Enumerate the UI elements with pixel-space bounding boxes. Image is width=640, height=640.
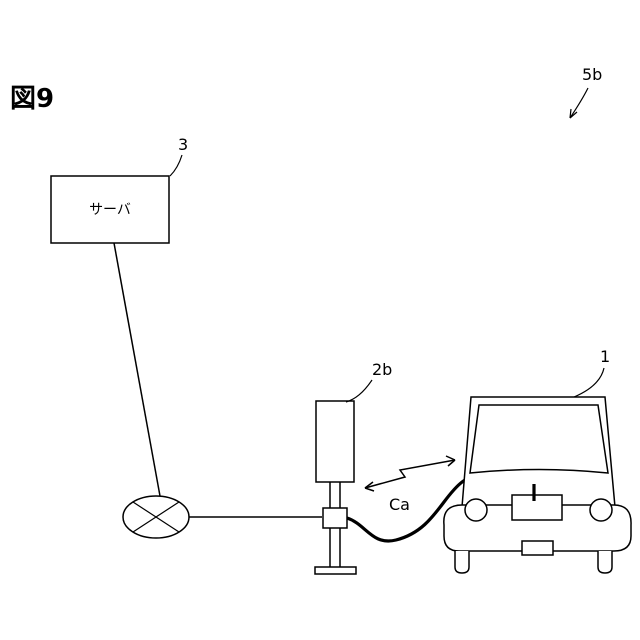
charger-ref-leader bbox=[346, 380, 372, 402]
charger-base bbox=[315, 567, 356, 574]
vehicle-wheel-left bbox=[455, 551, 469, 573]
server-ref-leader bbox=[170, 155, 182, 176]
charger-station bbox=[315, 401, 356, 574]
system-ref-label: 5b bbox=[582, 65, 602, 84]
charger-body bbox=[316, 401, 354, 482]
server-network-line bbox=[114, 243, 160, 496]
wireless-link-arrow bbox=[365, 456, 455, 491]
server-box: サーバ bbox=[51, 176, 169, 243]
vehicle bbox=[444, 397, 631, 573]
vehicle-wheel-right bbox=[598, 551, 612, 573]
vehicle-license-plate bbox=[522, 541, 553, 555]
vehicle-headlight-left bbox=[465, 499, 487, 521]
cable-ref-label: Ca bbox=[389, 495, 410, 514]
vehicle-ref-leader bbox=[574, 368, 604, 397]
vehicle-headlight-right bbox=[590, 499, 612, 521]
server-label: サーバ bbox=[89, 202, 131, 218]
figure-title: 図9 bbox=[10, 84, 54, 114]
server-ref-label: 3 bbox=[178, 135, 188, 154]
vehicle-ref-label: 1 bbox=[600, 347, 610, 366]
charger-ref-label: 2b bbox=[372, 360, 392, 379]
system-ref-arrow bbox=[570, 88, 588, 118]
vehicle-charging-port bbox=[512, 495, 562, 520]
charger-connector-box bbox=[323, 508, 347, 528]
vehicle-windshield bbox=[470, 405, 608, 473]
network-node bbox=[123, 496, 189, 538]
